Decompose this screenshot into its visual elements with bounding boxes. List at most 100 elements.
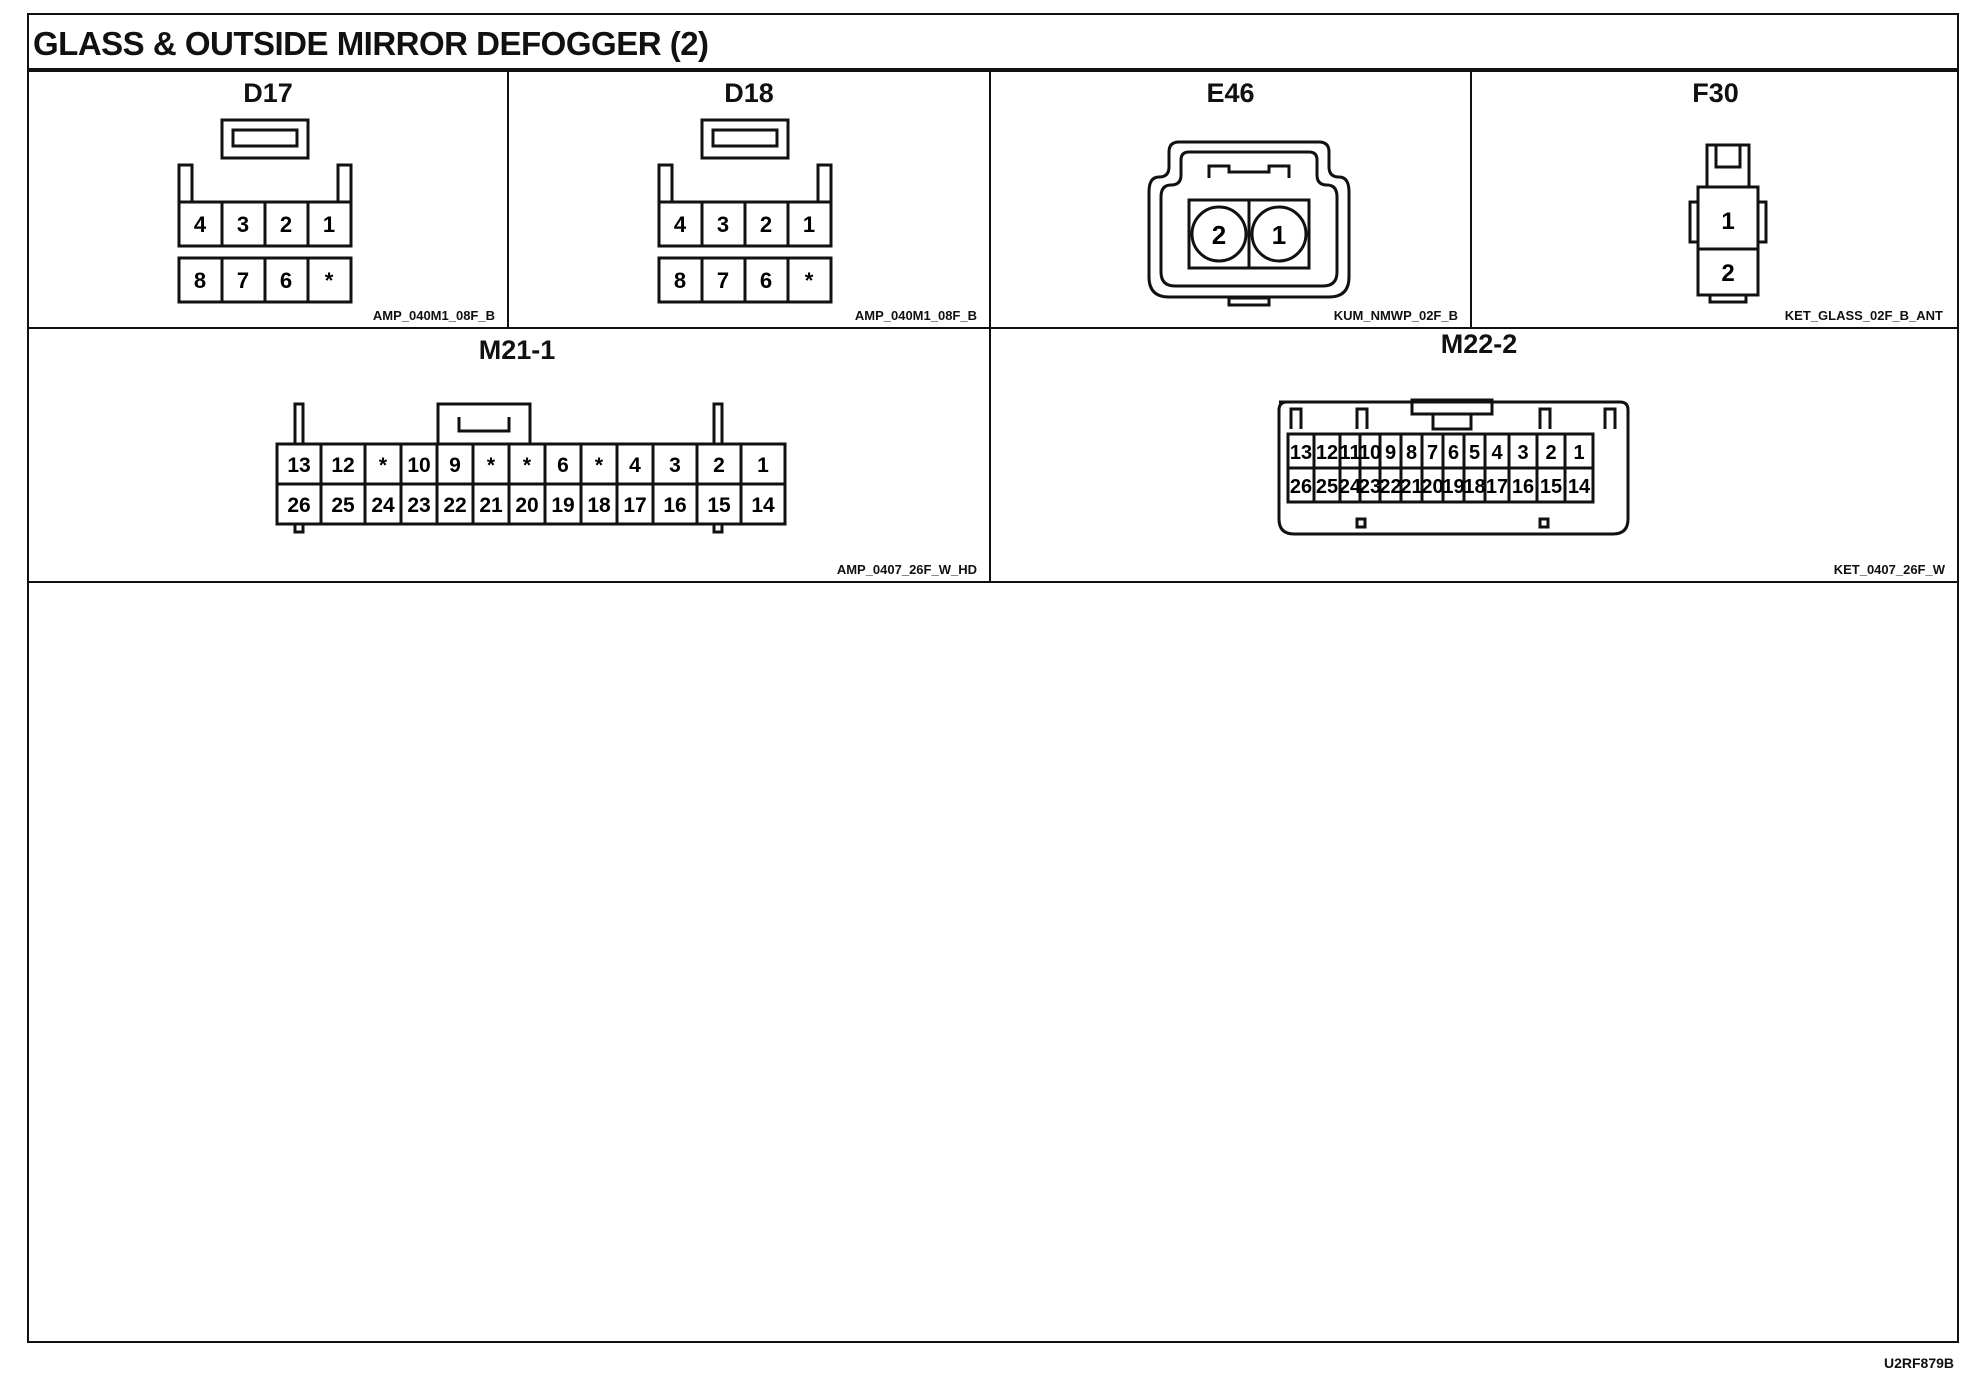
pin: 11 — [1339, 442, 1360, 464]
col-divider-2 — [989, 72, 991, 581]
pin: 14 — [751, 494, 775, 517]
col-divider-3 — [1470, 72, 1472, 327]
pin: 21 — [1400, 476, 1422, 498]
pin: * — [379, 454, 388, 477]
row-divider-bottom — [29, 581, 1957, 583]
pin: 3 — [1517, 442, 1528, 464]
connector-d17-drawing: 4 3 2 1 8 7 6 * — [177, 118, 353, 304]
connector-name: D17 — [243, 78, 293, 108]
pin: 18 — [1463, 476, 1485, 498]
pin: 16 — [663, 494, 686, 517]
connector-name: D18 — [724, 78, 774, 108]
pin: 19 — [1442, 476, 1464, 498]
connector-code: KET_0407_26F_W — [1833, 562, 1945, 577]
pin: 2 — [713, 454, 725, 477]
pin: 22 — [1379, 476, 1401, 498]
pin: 4 — [1491, 442, 1503, 464]
connector-code: AMP_040M1_08F_B — [854, 308, 977, 323]
pin: 24 — [1339, 476, 1362, 498]
pin: 1 — [803, 212, 815, 237]
pin: 3 — [717, 212, 729, 237]
pin: * — [805, 268, 814, 293]
connector-m22-2-drawing: 1326122511241023922821720619518417316215… — [1277, 398, 1630, 536]
connector-name: M21-1 — [478, 335, 556, 365]
pin: 3 — [669, 454, 681, 477]
pin: 24 — [371, 494, 395, 517]
pin: 23 — [407, 494, 430, 517]
pin: 25 — [1316, 476, 1338, 498]
figure-reference: U2RF879B — [1883, 1355, 1954, 1371]
pin: 23 — [1359, 476, 1381, 498]
pin: * — [595, 454, 604, 477]
pin: 26 — [287, 494, 310, 517]
pin: 12 — [331, 454, 354, 477]
pin: 8 — [194, 268, 206, 293]
pin: 5 — [1469, 442, 1480, 464]
pin: 13 — [1290, 442, 1312, 464]
connector-d18: D18 4 3 2 1 — [509, 72, 989, 327]
pin: 2 — [1212, 220, 1226, 250]
pin: 2 — [280, 212, 292, 237]
pin: 6 — [1448, 442, 1459, 464]
pin: 2 — [1721, 260, 1734, 287]
pin: 13 — [287, 454, 310, 477]
connector-code: AMP_0407_26F_W_HD — [836, 562, 977, 577]
pin: 1 — [1573, 442, 1584, 464]
pin: * — [487, 454, 496, 477]
pin: 16 — [1512, 476, 1534, 498]
page-title: GLASS & OUTSIDE MIRROR DEFOGGER (2) — [33, 25, 709, 62]
pin: 8 — [1406, 442, 1417, 464]
pin: 6 — [557, 454, 569, 477]
connector-name: M22-2 — [1440, 329, 1518, 359]
pin: 2 — [760, 212, 772, 237]
pin: 1 — [1721, 208, 1734, 235]
pin: 21 — [479, 494, 503, 517]
pin: 14 — [1568, 476, 1591, 498]
pin: 4 — [674, 212, 687, 237]
connector-m21-1-drawing: 13261225*241023922*21*20619*184173162151… — [275, 402, 787, 534]
pin: 18 — [587, 494, 611, 517]
pin: * — [325, 268, 334, 293]
pin: 2 — [1545, 442, 1556, 464]
title-bar: GLASS & OUTSIDE MIRROR DEFOGGER (2) — [29, 15, 1957, 72]
row-divider — [29, 327, 1957, 329]
pin: 20 — [1421, 476, 1443, 498]
pin: 6 — [760, 268, 772, 293]
pin: 10 — [1359, 442, 1381, 464]
connector-f30-drawing: 1 2 — [1688, 143, 1768, 304]
connector-code: KET_GLASS_02F_B_ANT — [1784, 308, 1943, 323]
pin: 7 — [1427, 442, 1438, 464]
pin: 20 — [515, 494, 538, 517]
pin: 17 — [623, 494, 646, 517]
pin: * — [523, 454, 532, 477]
connector-e46: E46 2 1 KUM_NMWP_02F_B — [991, 72, 1470, 327]
pin: 9 — [1385, 442, 1396, 464]
pin: 3 — [237, 212, 249, 237]
pin: 17 — [1486, 476, 1508, 498]
connector-d17: D17 4 3 2 1 — [29, 72, 507, 327]
pin: 6 — [280, 268, 292, 293]
pin: 1 — [323, 212, 335, 237]
pin: 7 — [717, 268, 729, 293]
pin: 26 — [1290, 476, 1312, 498]
connector-name: E46 — [1206, 78, 1255, 108]
pin: 1 — [1272, 220, 1286, 250]
pin: 1 — [757, 454, 769, 477]
pin: 4 — [629, 454, 641, 477]
connector-code: AMP_040M1_08F_B — [372, 308, 495, 323]
connector-e46-drawing: 2 1 — [1147, 140, 1351, 307]
connector-code: KUM_NMWP_02F_B — [1333, 308, 1458, 323]
connector-name: F30 — [1692, 78, 1739, 108]
pin: 25 — [331, 494, 355, 517]
pin: 7 — [237, 268, 249, 293]
pin: 19 — [551, 494, 574, 517]
connector-f30: F30 1 2 KET_GLASS_02F_B_ANT — [1472, 72, 1959, 327]
pin: 15 — [707, 494, 731, 517]
col-divider-1 — [507, 72, 509, 327]
pin: 10 — [407, 454, 430, 477]
pin: 22 — [443, 494, 466, 517]
connector-d18-drawing: 4 3 2 1 8 7 6 * — [657, 118, 833, 304]
pin: 8 — [674, 268, 686, 293]
